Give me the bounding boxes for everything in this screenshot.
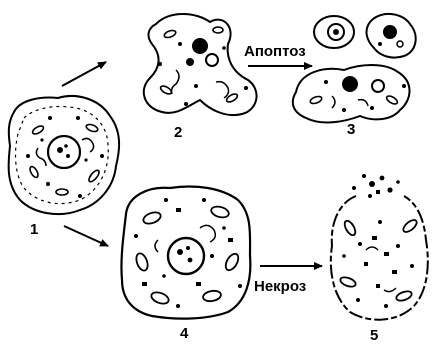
stage-label-4: 4 xyxy=(180,325,189,342)
stage-label-2: 2 xyxy=(174,124,182,141)
arrow-to-necrosis-path xyxy=(64,226,108,246)
cell-5-ruptured xyxy=(331,174,428,320)
arrow-to-apoptosis-path xyxy=(62,62,106,86)
stage-label-5: 5 xyxy=(370,327,378,344)
cell-3-apoptotic-bodies xyxy=(293,14,416,123)
cell-1-normal xyxy=(9,96,120,214)
necrosis-label: Некроз xyxy=(254,278,306,295)
cell-2-shrinking xyxy=(144,14,257,115)
cell-4-swollen xyxy=(121,187,250,319)
stage-label-3: 3 xyxy=(347,121,355,138)
apoptosis-label: Апоптоз xyxy=(244,43,306,60)
stage-label-1: 1 xyxy=(30,221,38,238)
